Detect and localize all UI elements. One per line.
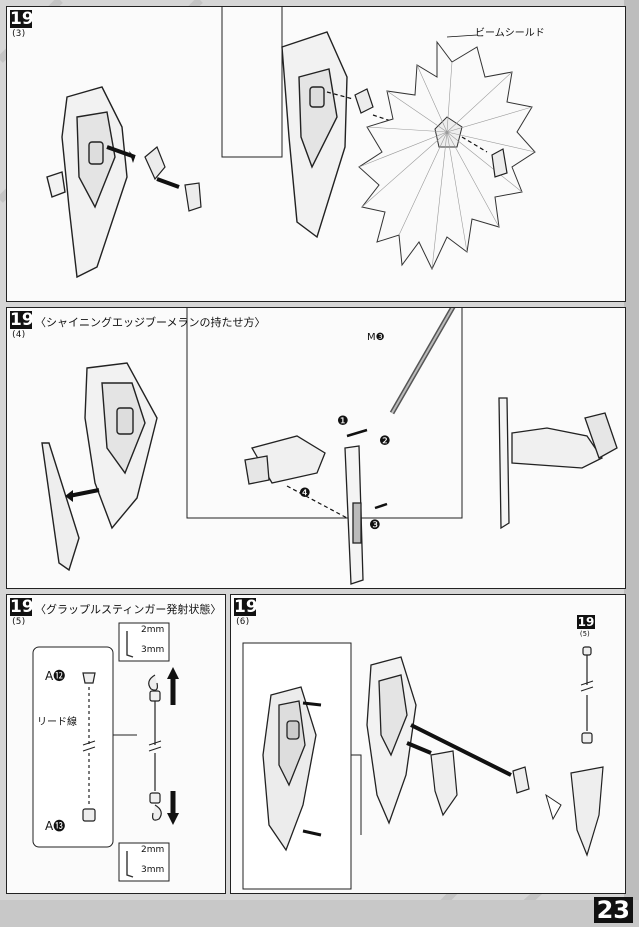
dimension-bottom-2mm: 2mm <box>141 845 165 855</box>
shield-part-left <box>46 86 128 279</box>
callout-1: ❶ <box>337 414 349 429</box>
page-number: 23 <box>593 897 633 923</box>
lead-wire-label: リード線 <box>37 717 77 728</box>
shield-with-blade <box>41 362 158 572</box>
step-panel-19-3: 19 (3) ビームシールド <box>6 6 626 302</box>
step-number: 19 <box>234 597 258 617</box>
part-label-a12: A⓬ <box>45 669 66 683</box>
shield-part-middle <box>281 31 348 239</box>
substep-number: (3) <box>11 29 26 39</box>
beam-shield-label: ビームシールド <box>475 28 545 39</box>
lead-wire-assembly <box>82 672 96 822</box>
shield-assembled <box>262 686 317 852</box>
hand-and-blade <box>244 435 364 585</box>
step-19-4-illustration <box>41 308 618 585</box>
step-19-3-illustration <box>46 7 536 279</box>
step-number: 19 <box>10 9 34 29</box>
part-label-m3: M❸ <box>367 332 385 343</box>
step-number: 19 <box>10 310 34 330</box>
step-number: 19 <box>10 597 34 617</box>
dimension-top-2mm: 2mm <box>141 625 165 635</box>
dimension-top-3mm: 3mm <box>141 645 165 655</box>
step-19-6-illustration <box>242 642 604 890</box>
step-panel-19-5: 19 (5) 〈グラップルスティンガー発射状態〉 A⓬ リード線 A⓭ 2mm … <box>6 594 226 894</box>
reference-step-number: 19 <box>577 615 595 629</box>
step-panel-19-4: 19 (4) 〈シャイニングエッジブーメランの持たせ方〉 M❸ ❶ ❷ ❸ ❹ <box>6 307 626 589</box>
part-label-a13: A⓭ <box>45 819 66 833</box>
substep-number: (6) <box>235 617 250 627</box>
callout-4: ❹ <box>299 486 311 501</box>
section-title: 〈シャイニングエッジブーメランの持たせ方〉 <box>35 316 266 329</box>
beam-shield <box>358 40 536 271</box>
step-19-5-illustration <box>32 622 179 882</box>
dimension-bottom-3mm: 3mm <box>141 865 165 875</box>
assembled-hand-holding-blade <box>498 397 618 530</box>
reference-substep: (5) <box>579 630 591 638</box>
callout-3: ❸ <box>369 518 381 533</box>
section-title: 〈グラップルスティンガー発射状態〉 <box>35 603 222 616</box>
wire-and-part <box>570 646 604 857</box>
callout-2: ❷ <box>379 434 391 449</box>
substep-number: (4) <box>11 330 26 340</box>
hooked-wire <box>148 674 162 821</box>
shield-part <box>366 656 417 825</box>
step-panel-19-6: 19 (6) 19 (5) <box>230 594 626 894</box>
substep-number: (5) <box>11 617 26 627</box>
